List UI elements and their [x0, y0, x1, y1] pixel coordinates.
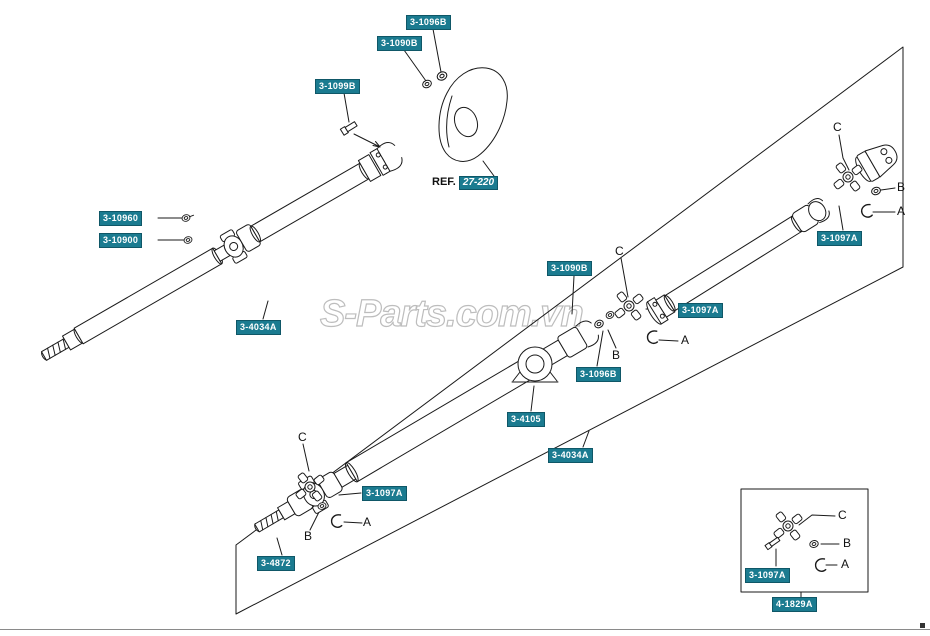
part-number-label[interactable]: 3-4034A — [236, 320, 281, 335]
reference-prefix: REF. — [432, 176, 456, 188]
universal-joint-spider — [772, 510, 804, 542]
callout-letter: B — [304, 529, 313, 543]
callout-letter: A — [681, 333, 690, 347]
flange-bolt-icon — [339, 121, 358, 136]
washer-icon — [182, 235, 194, 245]
snap-ring-icon — [860, 202, 875, 219]
part-number-label[interactable]: 3-4872 — [257, 556, 295, 571]
backing-plate — [235, 46, 904, 615]
callout-letter: B — [897, 180, 906, 194]
rear-shaft-rear-section — [646, 198, 830, 325]
bolt-icon — [764, 536, 781, 551]
callout-letter: C — [838, 508, 847, 522]
callout-letter: B — [612, 348, 621, 362]
callout-letter: A — [897, 204, 906, 218]
snap-ring-icon — [329, 512, 346, 530]
part-number-label[interactable]: 3-1096B — [576, 367, 621, 382]
callout-letter: A — [841, 557, 850, 571]
bushing-icon — [808, 539, 820, 549]
part-number-label[interactable]: 3-1097A — [817, 231, 862, 246]
part-number-label[interactable]: 3-4034A — [548, 448, 593, 463]
callout-letter: B — [843, 536, 852, 550]
page-border — [0, 623, 930, 630]
inset-box — [740, 488, 869, 593]
rear-shaft-front-section — [254, 320, 599, 533]
watermark-text: S-Parts.com.vn — [319, 292, 584, 335]
front-propeller-shaft — [41, 142, 403, 361]
universal-joint-spider — [832, 161, 864, 193]
page-corner-mark — [920, 623, 925, 628]
part-number-label[interactable]: 3-1099B — [315, 79, 360, 94]
part-number-label[interactable]: 3-1096B — [406, 15, 451, 30]
part-number-label[interactable]: 4-1829A — [772, 597, 817, 612]
universal-joint-spider — [613, 290, 645, 322]
part-number-label[interactable]: 3-1090B — [547, 261, 592, 276]
part-number-label[interactable]: 3-1097A — [745, 568, 790, 583]
nut-icon — [435, 69, 449, 83]
flex-coupling-bell — [438, 67, 508, 162]
bushing-icon — [870, 185, 882, 197]
part-number-label[interactable]: 3-1090B — [377, 36, 422, 51]
dust-seal-icon — [604, 309, 616, 321]
part-number-label[interactable]: 3-1097A — [678, 303, 723, 318]
callout-letter: C — [615, 244, 624, 258]
center-bearing — [511, 346, 559, 383]
reference-note: REF. 27-220 — [432, 176, 499, 190]
part-number-label[interactable]: 3-10960 — [99, 211, 143, 226]
part-number-label[interactable]: 3-4105 — [507, 412, 545, 427]
part-number-label[interactable]: 3-10900 — [99, 233, 143, 248]
reference-part-link[interactable]: 27-220 — [458, 176, 499, 190]
bolt-icon — [180, 213, 195, 223]
flange-yoke — [855, 144, 898, 182]
snap-ring-icon — [645, 328, 662, 346]
dust-seal-icon — [592, 318, 606, 330]
part-number-label[interactable]: 3-1097A — [362, 486, 407, 501]
leader-lines — [157, 28, 896, 598]
callout-letter: C — [298, 430, 307, 444]
callout-letter: C — [833, 120, 842, 134]
callout-letter: A — [363, 515, 372, 529]
washer-icon — [420, 78, 434, 90]
